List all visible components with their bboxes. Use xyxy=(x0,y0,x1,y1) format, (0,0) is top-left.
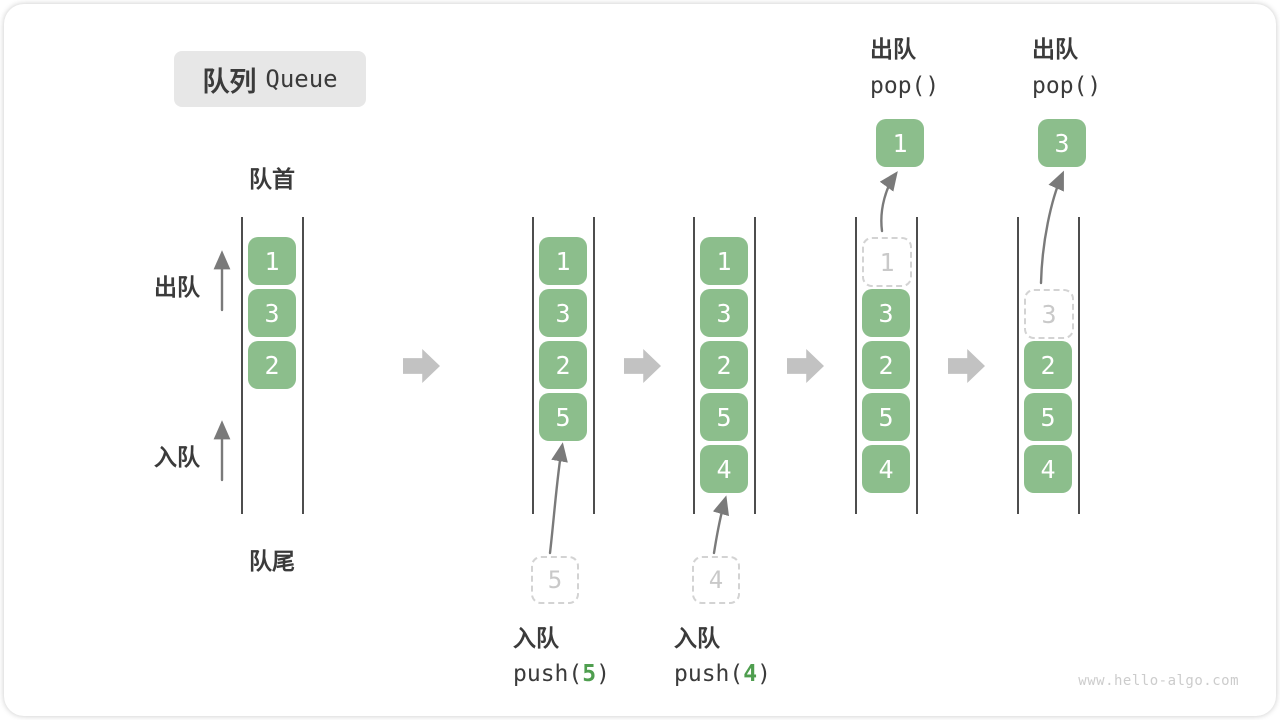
code-prefix: push( xyxy=(674,661,744,687)
enqueue-annotation: 入队 push(5) xyxy=(513,620,610,692)
queue-box: 3 xyxy=(539,289,587,337)
enqueue-code: push(4) xyxy=(674,656,771,692)
queue-box-dashed: 1 xyxy=(862,237,912,287)
code-suffix: ) xyxy=(757,661,771,687)
enqueue-label: 入队 xyxy=(513,625,559,651)
popped-box: 1 xyxy=(876,119,924,167)
enqueue-pending-box: 5 xyxy=(531,556,579,604)
queue-box: 2 xyxy=(700,341,748,389)
popped-box: 3 xyxy=(1038,119,1086,167)
queue-box: 4 xyxy=(1024,445,1072,493)
queue-box-dashed: 3 xyxy=(1024,289,1074,339)
step-arrow-icon xyxy=(948,349,985,383)
code-prefix: push( xyxy=(513,661,583,687)
queue-box: 1 xyxy=(700,237,748,285)
enqueue-motion-arrow xyxy=(712,495,729,555)
queue-box: 3 xyxy=(248,289,296,337)
enqueue-motion-arrow xyxy=(548,442,568,555)
enqueue-code: push(5) xyxy=(513,656,610,692)
queue-box: 3 xyxy=(700,289,748,337)
dequeue-code: pop() xyxy=(1032,73,1102,99)
code-arg: 4 xyxy=(743,661,758,687)
queue-wall-left xyxy=(1017,217,1019,514)
title-zh: 队列 xyxy=(202,66,257,97)
queue-box: 1 xyxy=(248,237,296,285)
diagram-title-box: 队列 Queue xyxy=(174,51,366,107)
step-arrow-icon xyxy=(624,349,661,383)
queue-box: 4 xyxy=(700,445,748,493)
queue-wall-left xyxy=(241,217,243,514)
queue-box: 4 xyxy=(862,445,910,493)
title-en: Queue xyxy=(265,65,338,93)
dequeue-label: 出队 xyxy=(1032,36,1078,62)
queue-box: 1 xyxy=(539,237,587,285)
step-arrow-icon xyxy=(787,349,824,383)
queue-wall-right xyxy=(302,217,304,514)
queue-wall-right xyxy=(593,217,595,514)
queue-wall-right xyxy=(1078,217,1080,514)
dequeue-code: pop() xyxy=(870,73,940,99)
queue-box: 2 xyxy=(248,341,296,389)
dequeue-annotation: 出队 pop() xyxy=(1032,31,1101,105)
queue-wall-left xyxy=(693,217,695,514)
enqueue-annotation: 入队 push(4) xyxy=(674,620,771,692)
queue-wall-right xyxy=(754,217,756,514)
queue-rear-label: 队尾 xyxy=(249,548,295,574)
queue-front-label: 队首 xyxy=(249,166,295,192)
code-suffix: ) xyxy=(596,661,610,687)
dequeue-label: 出队 xyxy=(870,36,916,62)
dequeue-side-label: 出队 xyxy=(154,274,200,300)
step-arrow-icon xyxy=(403,349,440,383)
queue-box: 2 xyxy=(1024,341,1072,389)
queue-wall-left xyxy=(855,217,857,514)
enqueue-pending-box: 4 xyxy=(692,556,740,604)
queue-box: 5 xyxy=(1024,393,1072,441)
queue-wall-right xyxy=(916,217,918,514)
dequeue-annotation: 出队 pop() xyxy=(870,31,939,105)
queue-box: 5 xyxy=(539,393,587,441)
dequeue-motion-arrow xyxy=(879,171,898,233)
code-arg: 5 xyxy=(582,661,597,687)
queue-box: 2 xyxy=(539,341,587,389)
enqueue-label: 入队 xyxy=(674,625,720,651)
queue-box: 5 xyxy=(700,393,748,441)
watermark: www.hello-algo.com xyxy=(1078,673,1239,689)
queue-wall-left xyxy=(532,217,534,514)
dequeue-motion-arrow xyxy=(1039,170,1064,285)
queue-box: 3 xyxy=(862,289,910,337)
queue-box: 5 xyxy=(862,393,910,441)
enqueue-side-label: 入队 xyxy=(154,444,200,470)
queue-box: 2 xyxy=(862,341,910,389)
